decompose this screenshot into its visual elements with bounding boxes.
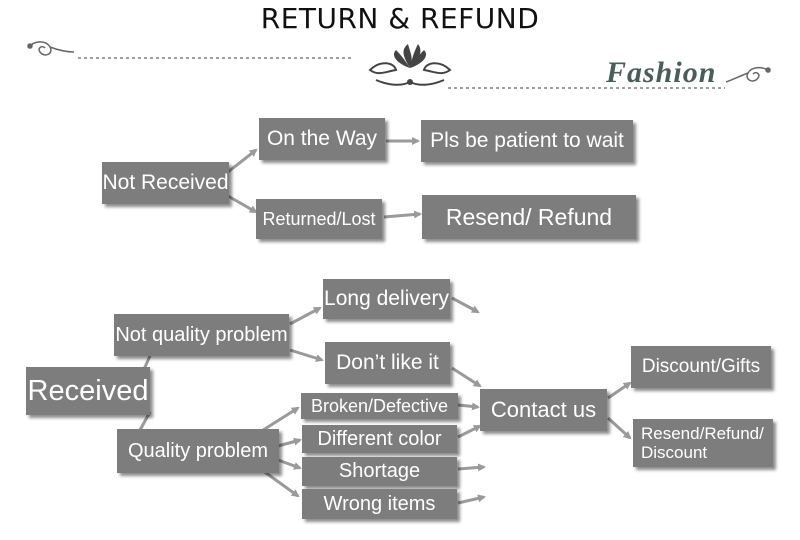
- different-color-node: Different color: [302, 425, 457, 453]
- received-node: Received: [26, 367, 150, 415]
- resend-refund-discount-line1: Resend/Refund/: [641, 424, 764, 443]
- on-the-way-node: On the Way: [259, 118, 385, 160]
- contact-us-node: Contact us: [480, 389, 607, 431]
- patient-node: Pls be patient to wait: [421, 120, 633, 162]
- page-title: RETURN & REFUND: [260, 2, 540, 35]
- broken-defective-node: Broken/Defective: [301, 393, 458, 419]
- shortage-node: Shortage: [302, 457, 457, 486]
- left-flourish-icon: [27, 41, 75, 56]
- resend-refund-node: Resend/ Refund: [422, 195, 636, 239]
- not-quality-problem-node: Not quality problem: [114, 314, 289, 356]
- fashion-logo: Fashion: [606, 56, 717, 89]
- right-flourish-icon: [725, 66, 771, 83]
- returned-lost-node: Returned/Lost: [256, 199, 382, 239]
- dont-like-it-node: Don’t like it: [325, 342, 450, 384]
- long-delivery-node: Long delivery: [323, 279, 450, 319]
- quality-problem-node: Quality problem: [117, 429, 279, 473]
- resend-refund-discount-node: Resend/Refund/ Discount: [633, 419, 773, 467]
- discount-gifts-node: Discount/Gifts: [631, 346, 771, 388]
- wrong-items-node: Wrong items: [302, 489, 457, 519]
- not-received-node: Not Received: [102, 162, 229, 204]
- center-ornament-icon: [368, 44, 452, 86]
- resend-refund-discount-line2: Discount: [641, 443, 708, 462]
